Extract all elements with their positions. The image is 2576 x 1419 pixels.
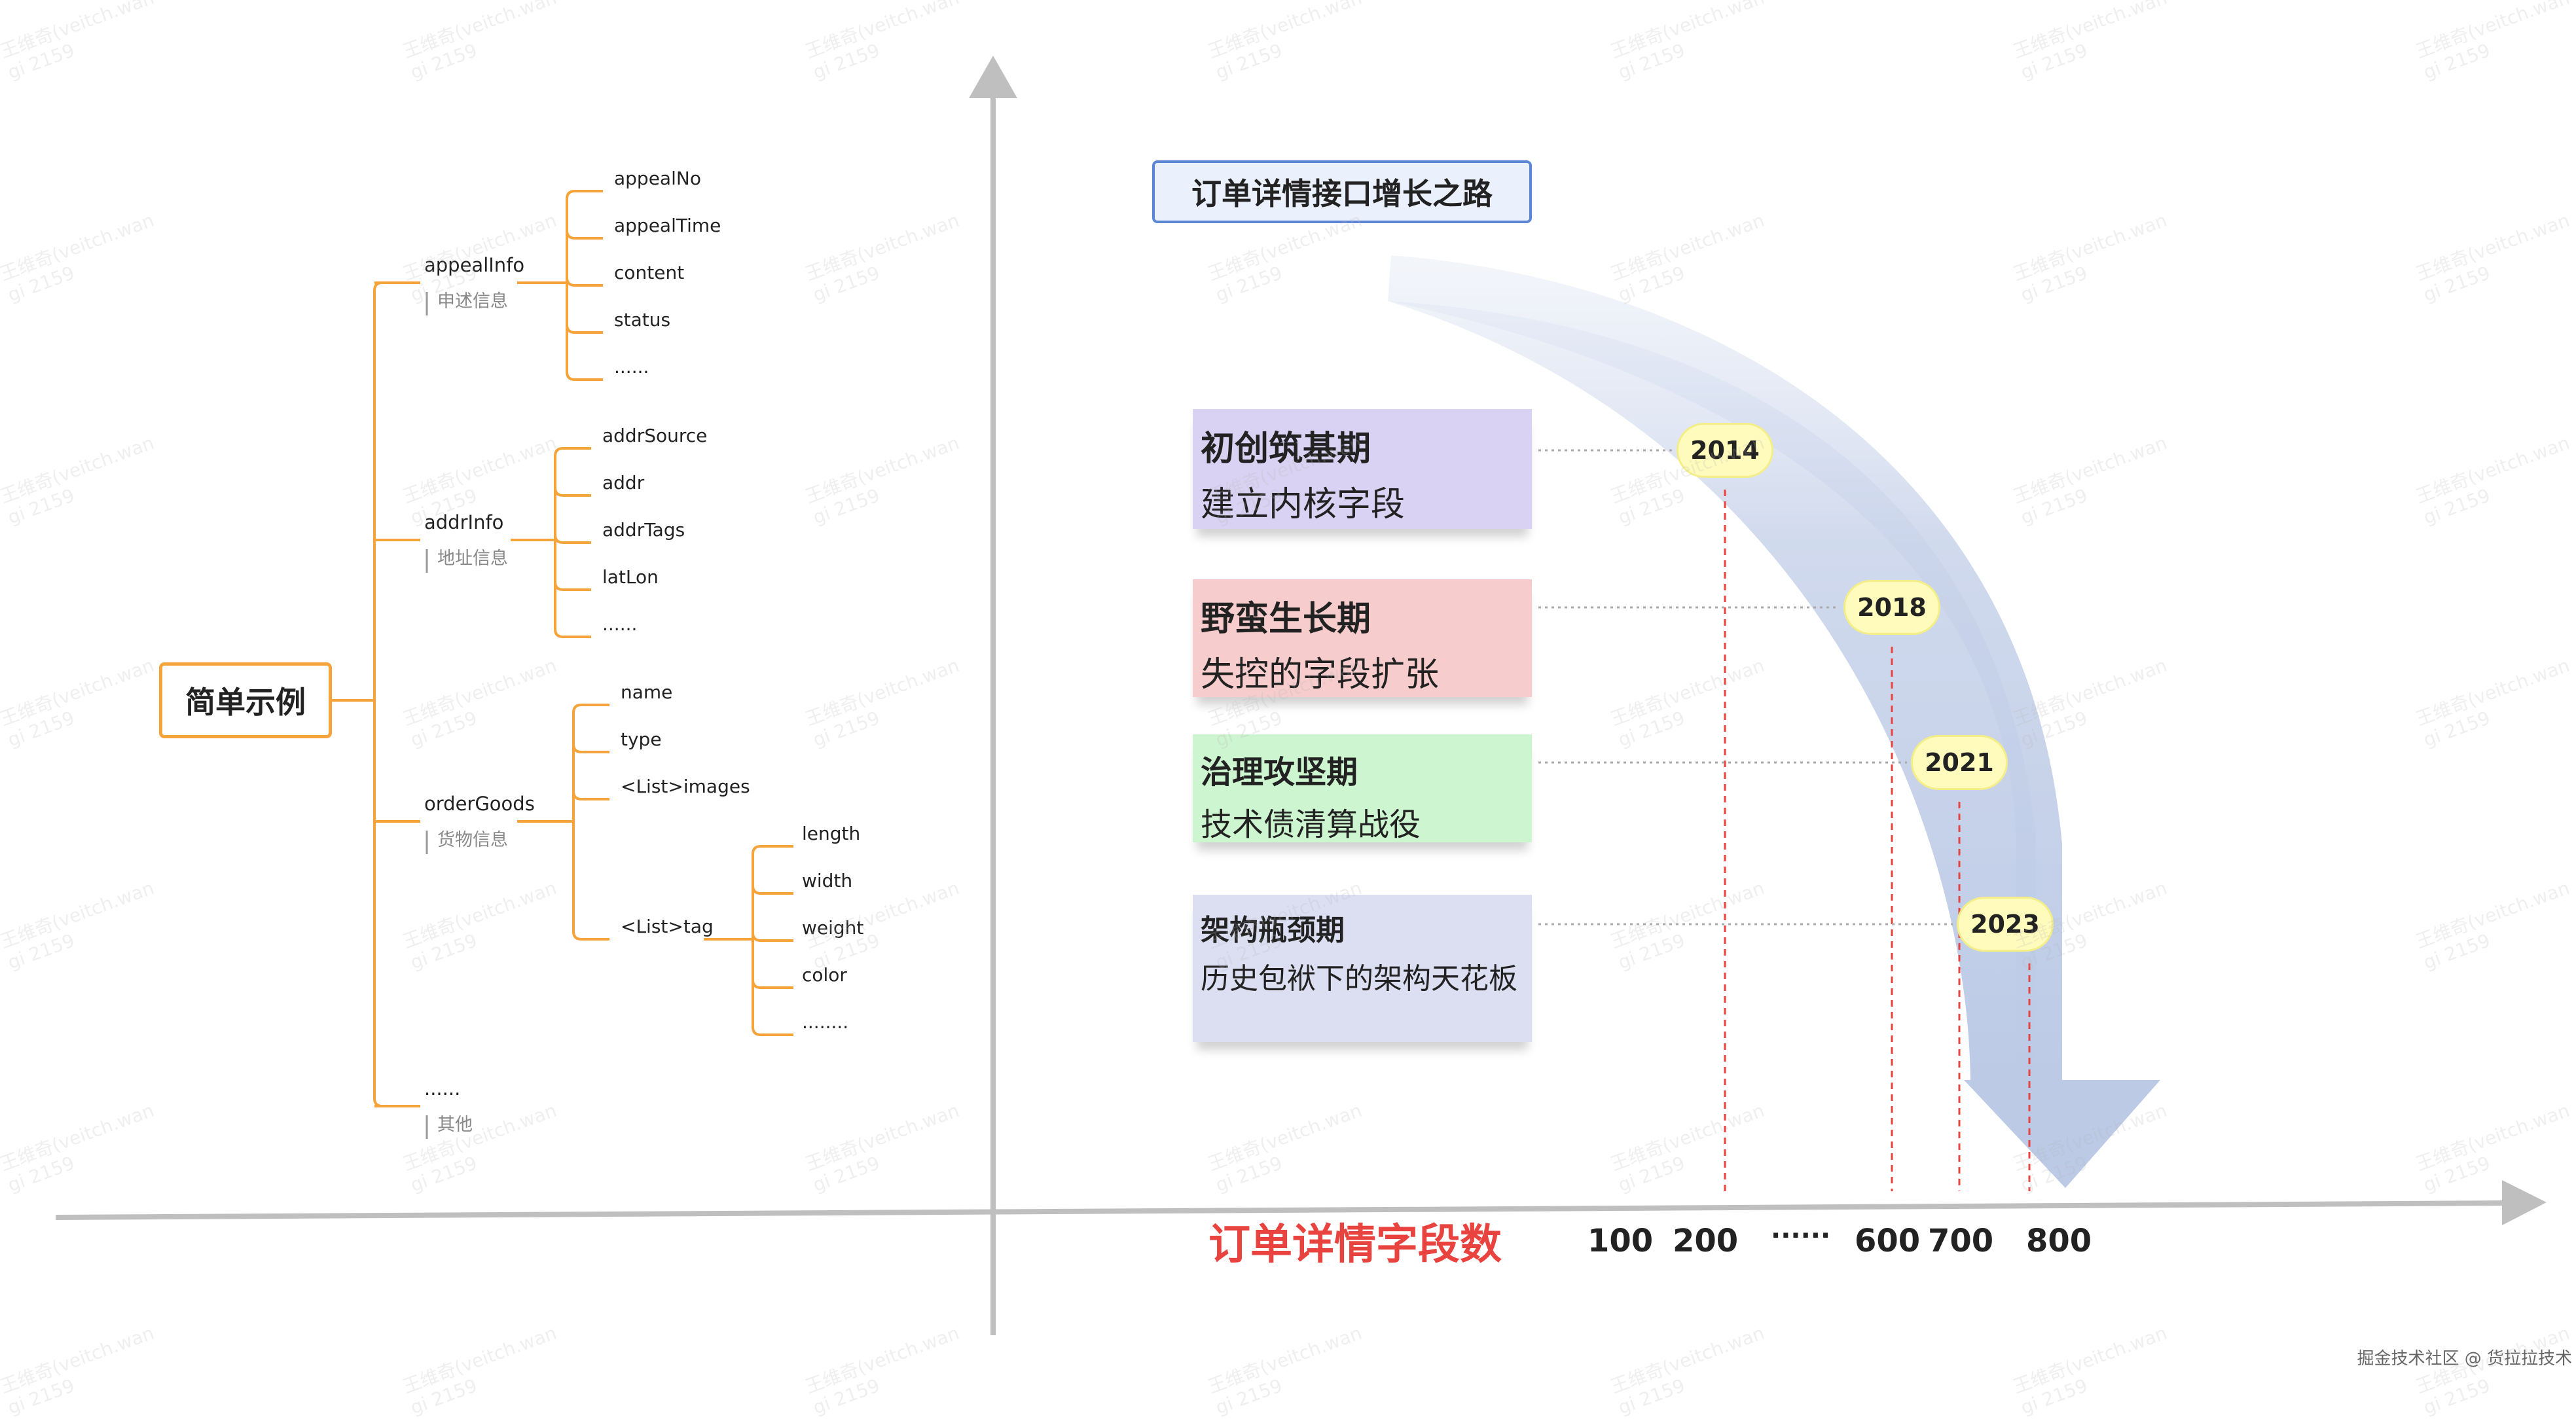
branch-note: 货物信息: [437, 830, 508, 850]
leaf-label: ......: [602, 613, 638, 635]
x-axis-line: [55, 1200, 2508, 1220]
branch-label: orderGoods: [424, 793, 535, 815]
branch-note: 申述信息: [437, 291, 508, 312]
x-axis-tick: ......: [1771, 1214, 1831, 1244]
growth-arrow-head: [1964, 1080, 2160, 1188]
leaf-label: appealNo: [614, 168, 701, 189]
x-axis-tick: 800: [2026, 1223, 2092, 1259]
x-axis-arrowhead: [2502, 1180, 2547, 1225]
leaf-label: ........: [802, 1011, 849, 1033]
y-axis-arrowhead: [969, 56, 1017, 98]
stage-name: 架构瓶颈期: [1201, 914, 1345, 947]
leaf-label: width: [802, 870, 853, 891]
leaf-label: <List>images: [621, 776, 750, 797]
leaf-label: latLon: [602, 566, 659, 588]
branch-note: 其他: [437, 1115, 473, 1135]
stage-description: 失控的字段扩张: [1201, 655, 1440, 694]
leaf-label: weight: [802, 917, 864, 939]
leaf-label: type: [621, 728, 662, 750]
diagram-lines: [55, 56, 2547, 1335]
year-badge: 2014: [1677, 423, 1773, 478]
leaf-label: appealTime: [614, 215, 721, 236]
stage-description: 技术债清算战役: [1201, 806, 1421, 843]
x-axis-tick: 100: [1587, 1223, 1654, 1259]
stage-card: 治理攻坚期技术债清算战役: [1193, 734, 1532, 843]
year-badge: 2021: [1911, 735, 2008, 790]
mindmap-root: 简单示例: [159, 662, 332, 738]
branch-label: appealInfo: [424, 254, 525, 276]
leaf-label: addrTags: [602, 519, 685, 541]
leaf-label: addr: [602, 472, 645, 494]
growth-arrow-body: [1388, 255, 2062, 1080]
leaf-label: status: [614, 309, 671, 331]
x-axis-tick: 200: [1673, 1223, 1739, 1259]
stage-card: 初创筑基期建立内核字段: [1193, 409, 1532, 529]
year-badge: 2018: [1843, 580, 1940, 635]
leaf-label: length: [802, 823, 861, 844]
leaf-label: content: [614, 262, 685, 283]
x-axis-tick: 600: [1855, 1223, 1921, 1259]
stage-description: 建立内核字段: [1201, 485, 1406, 524]
stage-card: 野蛮生长期失控的字段扩张: [1193, 579, 1532, 697]
leaf-label: name: [621, 681, 673, 703]
stage-card: 架构瓶颈期历史包袱下的架构天花板: [1193, 895, 1532, 1042]
stage-name: 初创筑基期: [1201, 429, 1371, 469]
leaf-label: <List>tag: [621, 916, 714, 937]
branch-label: ......: [424, 1077, 461, 1100]
year-badge: 2023: [1957, 897, 2054, 952]
timeline-title: 订单详情接口增长之路: [1152, 160, 1532, 223]
x-axis-label: 订单详情字段数: [1208, 1221, 1502, 1269]
stage-name: 野蛮生长期: [1201, 600, 1371, 639]
footer-credit: 掘金技术社区 @ 货拉拉技术: [2357, 1349, 2572, 1369]
leaf-label: ......: [614, 356, 649, 378]
leaf-label: addrSource: [602, 425, 708, 446]
stage-description: 历史包袱下的架构天花板: [1201, 962, 1517, 996]
x-axis-tick: 700: [1928, 1223, 1994, 1259]
leaf-label: color: [802, 964, 847, 986]
stage-name: 治理攻坚期: [1201, 754, 1358, 791]
branch-label: addrInfo: [424, 511, 504, 533]
branch-note: 地址信息: [437, 548, 508, 569]
